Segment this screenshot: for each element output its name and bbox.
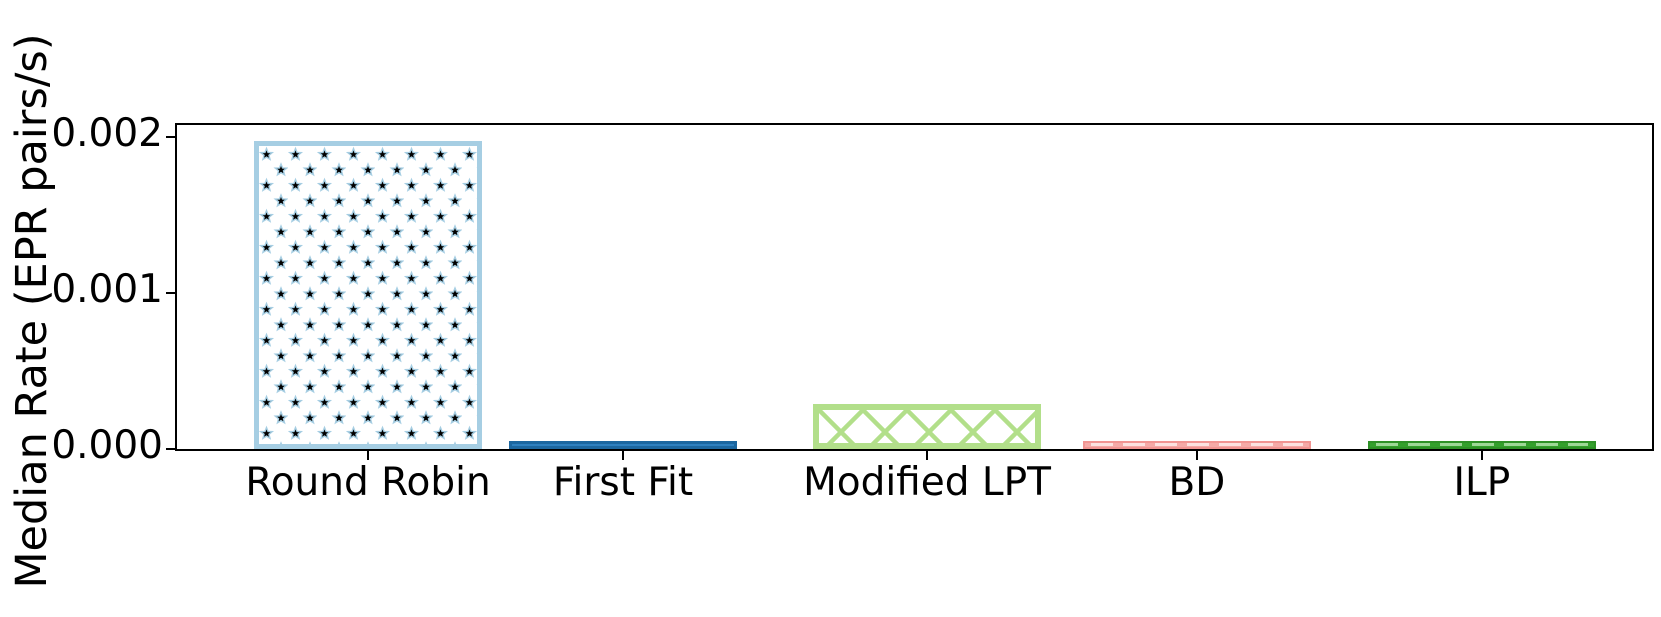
- x-tick-label-round-robin: Round Robin: [245, 460, 491, 505]
- y-tick-mark: [166, 136, 175, 139]
- bar-round-robin: [253, 140, 483, 449]
- x-tick-mark: [622, 451, 625, 460]
- x-tick-label-bd: BD: [1168, 460, 1226, 505]
- star-hatch-fill: [258, 145, 478, 444]
- cross-hatch-fill: [819, 409, 1036, 443]
- dash-hatch-line: [1375, 443, 1588, 447]
- y-tick-label: 0.002: [51, 111, 163, 157]
- x-tick-label-ilp: ILP: [1453, 460, 1511, 505]
- bar-first-fit: [509, 441, 738, 449]
- x-tick-label-first-fit: First Fit: [552, 460, 694, 505]
- y-tick-mark: [166, 292, 175, 295]
- y-tick-label: 0.000: [51, 423, 163, 468]
- x-tick-mark: [1480, 451, 1483, 460]
- bar-modified-lpt: [813, 403, 1042, 449]
- bar-bd: [1082, 441, 1311, 449]
- x-tick-label-modified-lpt: Modified LPT: [803, 460, 1051, 505]
- x-tick-mark: [1195, 451, 1198, 460]
- x-tick-mark: [367, 451, 369, 460]
- dash-hatch-line: [1090, 443, 1303, 447]
- y-tick-mark: [166, 448, 175, 450]
- x-tick-mark: [926, 451, 929, 460]
- plot-area: [175, 123, 1654, 451]
- y-tick-label: 0.001: [51, 267, 163, 313]
- bar-ilp: [1367, 441, 1596, 449]
